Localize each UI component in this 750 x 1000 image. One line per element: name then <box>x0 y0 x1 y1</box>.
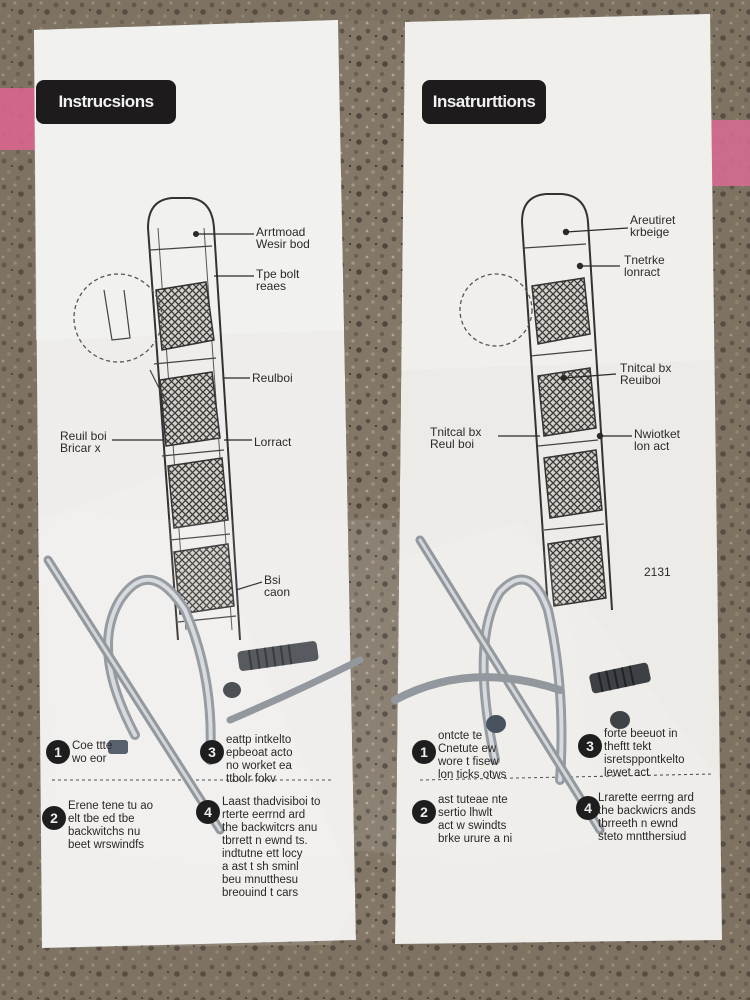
left-label-5: Lorract <box>254 436 292 448</box>
right-label-2: Tnetrke lonract <box>624 254 665 278</box>
left-step-3-text: eattp intkelto epbeoat acto no worket ea… <box>226 734 293 785</box>
left-step-4-number: 4 <box>196 800 220 824</box>
right-step-1-number: 1 <box>412 740 436 764</box>
right-step-2-number: 2 <box>412 800 436 824</box>
left-step-1-text: Coe ttte wo eor <box>72 740 113 765</box>
left-label-2: Tpe bolt reaes <box>256 268 300 292</box>
right-step-4-text: Lrarette eerrng ard the backwicrs ands t… <box>598 792 696 843</box>
left-step-2-text: Erene tene tu ao elt tbe ed tbe backwitc… <box>68 800 154 851</box>
right-label-4: Tnitcal bx Reul boi <box>430 426 482 450</box>
right-step-2-text: ast tuteae nte sertio lhwlt act w swindt… <box>438 794 513 845</box>
right-label-3: Tnitcal bx Reuiboi <box>620 362 672 386</box>
right-label-6: 2131 <box>644 566 671 578</box>
right-step-1-text: ontcte te Cnetute ew wore t fisew lon ti… <box>438 730 507 781</box>
right-step-3-number: 3 <box>578 734 602 758</box>
left-label-3: Reulboi <box>252 372 293 384</box>
right-step-4-number: 4 <box>576 796 600 820</box>
left-step-2-number: 2 <box>42 806 66 830</box>
left-label-4: Reuil boi Bricar x <box>60 430 107 454</box>
right-sheet-title: Insatrurttions <box>422 80 546 124</box>
right-step-3-text: forte beeuot in theftt tekt isretsppontk… <box>604 728 685 779</box>
left-label-6: Bsi caon <box>264 574 291 598</box>
right-label-5: Nwiotket lon act <box>634 428 681 452</box>
left-step-1-number: 1 <box>46 740 70 764</box>
right-label-1: Areutiret krbeige <box>630 214 676 238</box>
left-step-4-text: Laast thadvisiboi to rterte eerrnd ard t… <box>222 796 321 899</box>
left-sheet-title: Instrucsions <box>36 80 176 124</box>
left-step-3-number: 3 <box>200 740 224 764</box>
left-label-1: Arrtmoad Wesir bod <box>256 226 310 250</box>
